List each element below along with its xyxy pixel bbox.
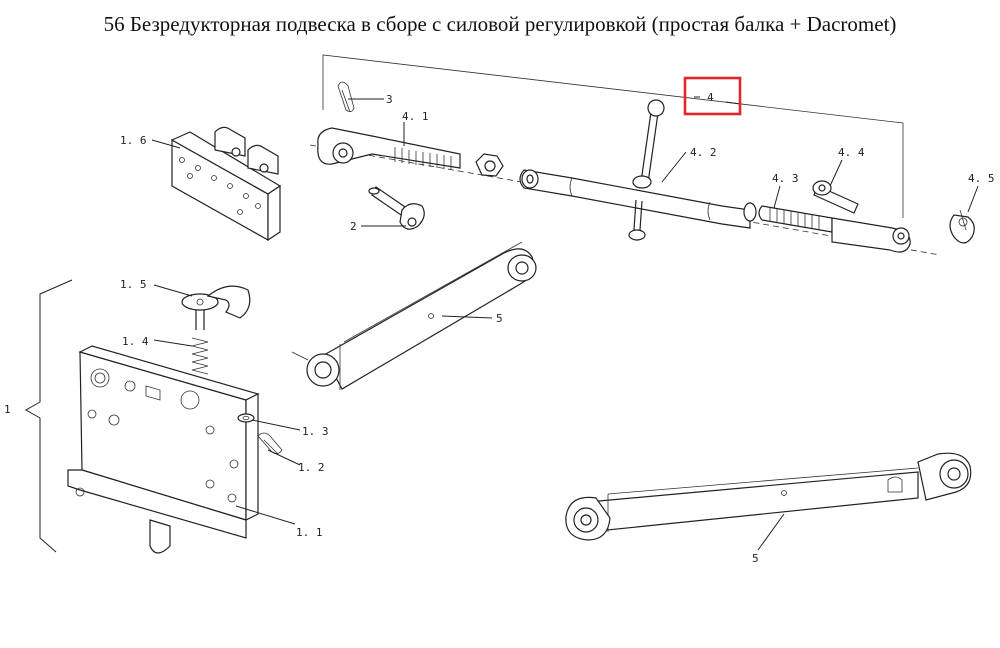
label-1-5: 1. 5 bbox=[120, 278, 147, 291]
part-4-5-lynch-pin bbox=[949, 209, 975, 244]
label-1-1: 1. 1 bbox=[296, 526, 323, 539]
part-1-5-lever bbox=[181, 285, 251, 330]
label-1-3: 1. 3 bbox=[302, 425, 329, 438]
part-4-3-threaded-end bbox=[758, 205, 911, 253]
group-1-brace bbox=[24, 279, 73, 553]
part-4-2-tube bbox=[519, 99, 757, 241]
part-1-1-main-plate bbox=[67, 345, 260, 554]
page-title: 56 Безредукторная подвеска в сборе с сил… bbox=[103, 12, 897, 36]
leader-lines bbox=[151, 96, 979, 551]
label-4-4: 4. 4 bbox=[838, 146, 865, 159]
label-1-4: 1. 4 bbox=[122, 335, 149, 348]
label-1-2: 1. 2 bbox=[298, 461, 325, 474]
label-5-lower: 5 bbox=[752, 552, 759, 565]
part-5-lower-arm-upper bbox=[291, 241, 537, 390]
assembly-4-frame bbox=[322, 54, 904, 218]
part-1-3-washer bbox=[237, 413, 255, 423]
label-1-6: 1. 6 bbox=[120, 134, 147, 147]
part-2-pin bbox=[368, 186, 425, 230]
label-4-2: 4. 2 bbox=[690, 146, 717, 159]
assembly-1-mount bbox=[24, 279, 283, 554]
label-2: 2 bbox=[350, 220, 357, 233]
label-5-upper: 5 bbox=[496, 312, 503, 325]
part-3-cotter-pin bbox=[337, 81, 355, 113]
label-4-3: 4. 3 bbox=[772, 172, 799, 185]
label-3: 3 bbox=[386, 93, 393, 106]
label-1: 1 bbox=[4, 403, 11, 416]
part-1-6-bracket bbox=[170, 126, 282, 242]
hex-nut bbox=[475, 153, 504, 177]
part-labels: 1 1. 1 1. 2 1. 3 1. 4 1. 5 1. 6 2 3 4 4.… bbox=[4, 91, 995, 565]
label-4: 4 bbox=[707, 91, 714, 104]
part-1-4-spring bbox=[191, 337, 209, 375]
top-link-assembly bbox=[309, 54, 975, 256]
label-4-5: 4. 5 bbox=[968, 172, 995, 185]
label-4-1: 4. 1 bbox=[402, 110, 429, 123]
highlight-box-4 bbox=[683, 76, 742, 116]
part-5-lower-arm-lower bbox=[565, 452, 972, 541]
part-4-4-pin bbox=[812, 180, 859, 214]
part-4-1-threaded-eye bbox=[317, 127, 461, 170]
